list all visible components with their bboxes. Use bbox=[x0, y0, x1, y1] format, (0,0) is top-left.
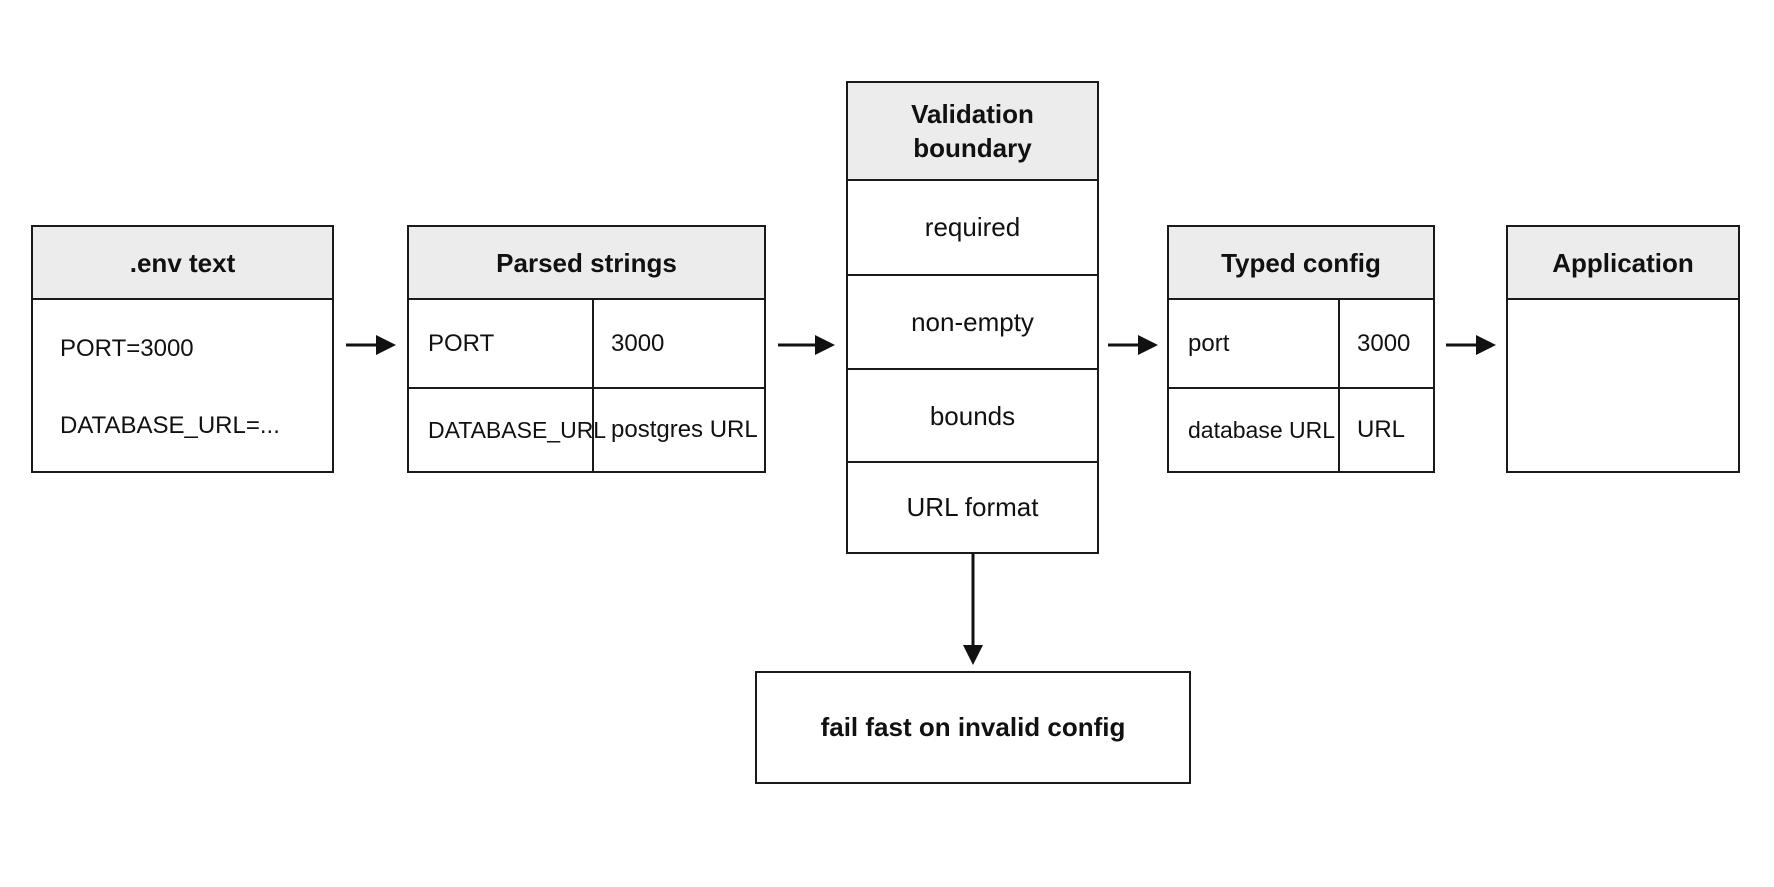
arrow-validation-to-failure bbox=[963, 553, 983, 665]
typed-value-port: 3000 bbox=[1357, 329, 1411, 357]
parsed-strings-title: Parsed strings bbox=[409, 227, 764, 300]
env-line-port: PORT=3000 bbox=[60, 335, 194, 362]
parsed-key-database-url: DATABASE_URL bbox=[428, 416, 607, 443]
parsed-value-database-url: postgres URL bbox=[611, 416, 758, 443]
validation-boundary-box: Validation boundary required non-empty b… bbox=[846, 81, 1099, 554]
typed-config-title: Typed config bbox=[1169, 227, 1433, 300]
env-line-database-url: DATABASE_URL=... bbox=[60, 412, 280, 439]
validation-check-url-format: URL format bbox=[906, 491, 1039, 522]
fail-fast-label: fail fast on invalid config bbox=[820, 712, 1126, 742]
typed-config-column-divider bbox=[1338, 298, 1340, 471]
parsed-key-port: PORT bbox=[428, 329, 495, 357]
typed-key-database-url: database URL bbox=[1188, 416, 1336, 443]
env-text-box: .env text PORT=3000 DATABASE_URL=... bbox=[31, 225, 334, 473]
validation-divider-2 bbox=[848, 368, 1097, 370]
validation-check-bounds: bounds bbox=[929, 400, 1016, 431]
typed-key-port: port bbox=[1188, 329, 1230, 357]
validation-check-non-empty: non-empty bbox=[911, 307, 1034, 337]
fail-fast-box: fail fast on invalid config bbox=[755, 671, 1191, 784]
validation-divider-3 bbox=[848, 461, 1097, 463]
application-box: Application bbox=[1506, 225, 1740, 473]
validation-divider-1 bbox=[848, 274, 1097, 276]
application-title: Application bbox=[1508, 227, 1738, 300]
arrow-validation-to-typed bbox=[1108, 335, 1158, 355]
parsed-strings-box: Parsed strings PORT 3000 DATABASE_URL po… bbox=[407, 225, 766, 473]
parsed-strings-column-divider bbox=[592, 298, 594, 471]
arrow-typed-to-application bbox=[1446, 335, 1496, 355]
typed-config-box: Typed config port 3000 database URL URL bbox=[1167, 225, 1435, 473]
validation-check-required: required bbox=[924, 212, 1021, 242]
parsed-strings-row-divider bbox=[409, 387, 764, 389]
typed-config-row-divider bbox=[1169, 387, 1433, 389]
env-text-title: .env text bbox=[33, 227, 332, 300]
parsed-value-port: 3000 bbox=[611, 329, 665, 357]
arrow-parsed-to-validation bbox=[778, 335, 835, 355]
validation-boundary-title: Validation boundary bbox=[848, 83, 1097, 181]
typed-value-database-url: URL bbox=[1357, 416, 1406, 443]
arrow-env-to-parsed bbox=[346, 335, 396, 355]
